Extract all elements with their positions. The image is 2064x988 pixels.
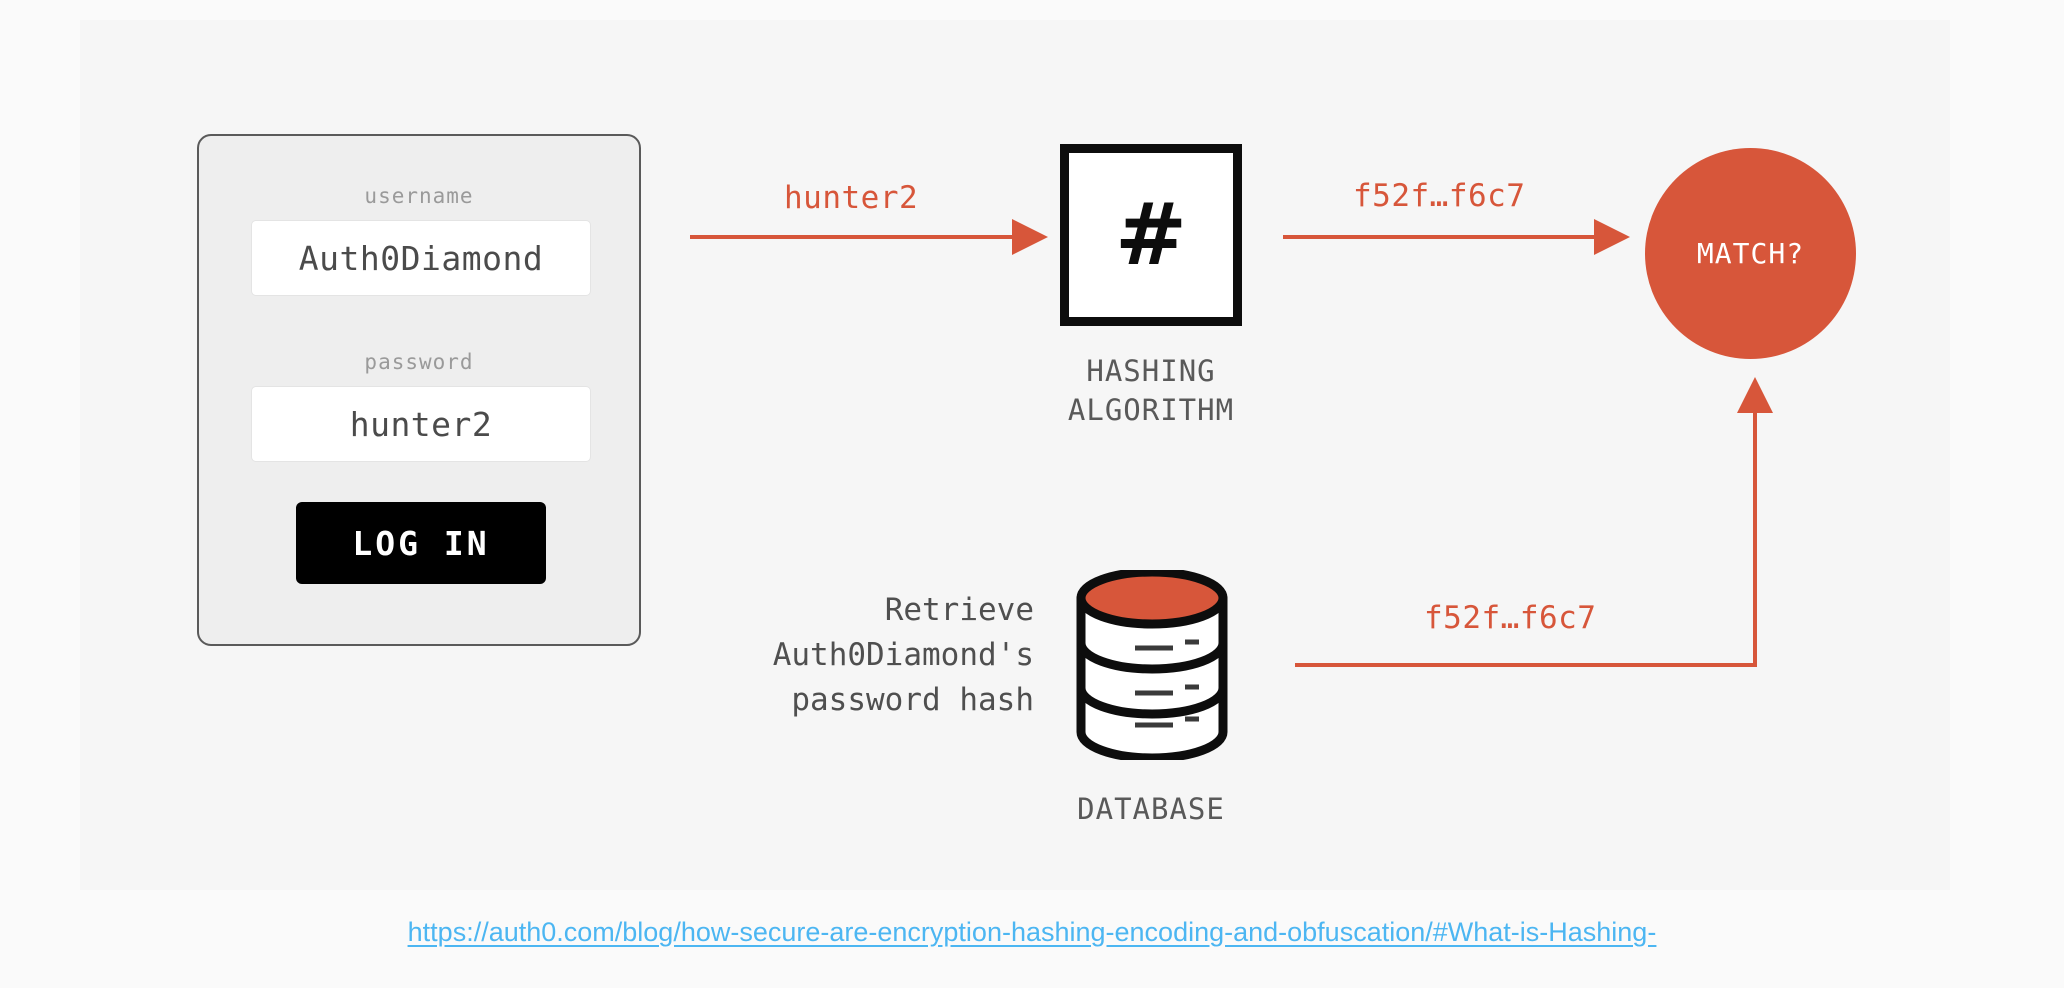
hash-icon: # [1114, 185, 1188, 285]
arrow-label-submitted-password: hunter2 [784, 180, 919, 216]
password-input-value: hunter2 [349, 404, 493, 444]
username-input-value: Auth0Diamond [298, 238, 544, 278]
username-input[interactable]: Auth0Diamond [251, 220, 591, 296]
login-form-card: username Auth0Diamond password hunter2 L… [197, 134, 641, 646]
arrow-label-computed-hash: f52f…f6c7 [1353, 178, 1526, 214]
hashing-algorithm-caption: HASHING ALGORITHM [1067, 354, 1235, 428]
source-link-anchor[interactable]: https://auth0.com/blog/how-secure-are-en… [407, 917, 1657, 947]
hashing-algorithm-node: # [1060, 144, 1242, 326]
database-caption: DATABASE [1077, 792, 1225, 826]
log-in-button[interactable]: LOG IN [296, 502, 546, 584]
password-input[interactable]: hunter2 [251, 386, 591, 462]
password-label: password [364, 350, 474, 374]
username-label: username [364, 184, 474, 208]
database-icon [1073, 570, 1231, 760]
match-label: MATCH? [1696, 237, 1805, 270]
source-link[interactable]: https://auth0.com/blog/how-secure-are-en… [0, 917, 2064, 948]
retrieve-annotation: Retrieve Auth0Diamond's password hash [772, 592, 1034, 718]
arrow-label-stored-hash: f52f…f6c7 [1424, 600, 1597, 636]
match-node: MATCH? [1645, 148, 1856, 359]
